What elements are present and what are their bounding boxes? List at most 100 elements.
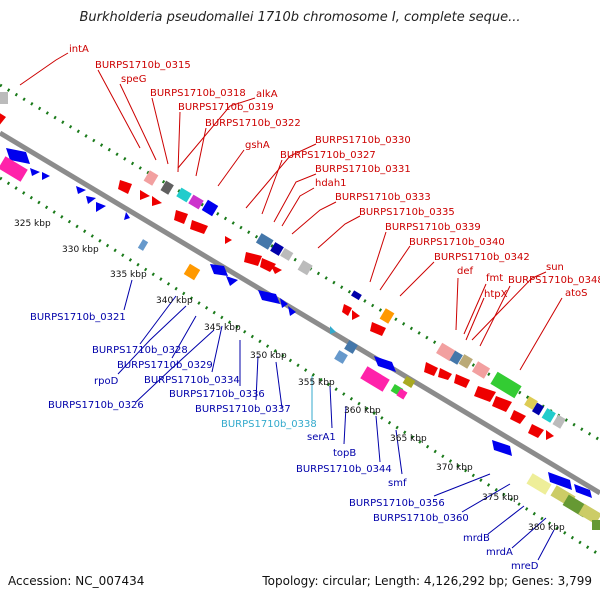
forward-gene xyxy=(0,113,6,125)
reverse-gene xyxy=(334,350,348,364)
reverse-gene-labels: BURPS1710b_0321 BURPS1710b_0328 BURPS171… xyxy=(30,312,539,572)
forward-gene xyxy=(524,396,538,410)
leader-line xyxy=(281,187,315,227)
reverse-gene xyxy=(344,340,358,354)
reverse-gene xyxy=(76,186,86,194)
forward-gene xyxy=(270,242,284,256)
forward-leader-lines xyxy=(19,52,563,371)
leader-line xyxy=(433,473,491,497)
forward-gene xyxy=(0,92,8,104)
kbp-label: 360 kbp xyxy=(344,406,381,416)
leader-line xyxy=(379,245,411,291)
leader-line xyxy=(537,529,555,561)
gene-label: BURPS1710b_0326 xyxy=(48,400,144,411)
forward-gene xyxy=(152,196,162,206)
gene-label: BURPS1710b_0321 xyxy=(30,312,126,323)
forward-gene xyxy=(174,210,188,224)
gene-label: smf xyxy=(388,478,407,489)
forward-gene xyxy=(490,371,522,399)
leader-line xyxy=(151,97,169,165)
reverse-gene xyxy=(374,356,396,372)
gene-label: BURPS1710b_0336 xyxy=(169,389,265,400)
leader-line xyxy=(117,305,187,375)
reverse-gene xyxy=(402,375,416,389)
lower-tick-track xyxy=(0,176,600,557)
leader-line xyxy=(211,325,223,373)
forward-gene xyxy=(474,386,496,402)
leader-line xyxy=(195,127,207,177)
forward-gene xyxy=(280,247,294,261)
gene-label: BURPS1710b_0340 xyxy=(409,237,505,248)
reverse-gene xyxy=(226,276,238,286)
forward-gene xyxy=(270,264,282,274)
leader-line xyxy=(123,279,133,311)
reverse-gene xyxy=(288,306,296,316)
gene-label: BURPS1710b_0337 xyxy=(195,404,291,415)
reverse-gene xyxy=(258,290,280,304)
reverse-gene xyxy=(210,264,228,276)
reverse-gene xyxy=(280,298,288,308)
gene-label: BURPS1710b_0338 xyxy=(221,419,317,430)
gene-label: alkA xyxy=(256,89,278,100)
kbp-label: 365 kbp xyxy=(390,434,427,444)
reverse-leader-lines xyxy=(117,279,555,561)
leader-line xyxy=(171,315,197,359)
forward-gene xyxy=(379,308,395,324)
leader-line xyxy=(177,111,181,173)
gene-label: topB xyxy=(333,448,356,459)
gene-label: htpX xyxy=(484,289,508,300)
leader-line xyxy=(273,173,317,223)
forward-gene xyxy=(255,233,274,250)
gene-label: hdah1 xyxy=(315,178,347,189)
gene-label: BURPS1710b_0318 xyxy=(150,88,246,99)
leader-line xyxy=(465,297,485,341)
forward-gene xyxy=(118,180,132,194)
gene-label: atoS xyxy=(565,288,588,299)
leader-line xyxy=(97,69,141,149)
leader-line xyxy=(519,297,563,371)
gene-label: BURPS1710b_0360 xyxy=(373,513,469,524)
reverse-gene xyxy=(396,388,408,400)
leader-line xyxy=(487,505,525,535)
leader-line xyxy=(255,355,259,401)
gene-label: BURPS1710b_0342 xyxy=(434,252,530,263)
gene-label: intA xyxy=(69,44,89,55)
forward-gene xyxy=(140,190,150,200)
kbp-label: 370 kbp xyxy=(436,463,473,473)
accession-text: Accession: NC_007434 xyxy=(8,574,145,588)
forward-gene xyxy=(143,170,159,186)
leader-line xyxy=(261,159,283,215)
leader-line xyxy=(369,231,387,283)
leader-line xyxy=(275,361,283,409)
reverse-gene xyxy=(124,212,130,220)
reverse-gene xyxy=(0,156,28,182)
forward-gene xyxy=(424,362,438,376)
reverse-gene xyxy=(183,263,201,281)
kbp-scale: 325 kbp 330 kbp 335 kbp 340 kbp 345 kbp … xyxy=(14,219,565,533)
reverse-gene xyxy=(548,472,572,490)
leader-line xyxy=(343,405,347,445)
forward-gene xyxy=(458,354,473,369)
kbp-label: 325 kbp xyxy=(14,219,51,229)
forward-gene-labels: intA BURPS1710b_0315 speG BURPS1710b_031… xyxy=(69,44,600,300)
gene-label: BURPS1710b_0319 xyxy=(178,102,274,113)
leader-line xyxy=(395,429,403,475)
reverse-strand-genes xyxy=(0,148,600,530)
gene-label: sun xyxy=(546,262,564,273)
forward-gene xyxy=(297,260,313,276)
gene-label: BURPS1710b_0356 xyxy=(349,498,445,509)
leader-line xyxy=(217,149,245,187)
forward-gene xyxy=(352,310,360,320)
leader-line xyxy=(139,295,177,345)
gene-label: def xyxy=(457,266,474,277)
forward-gene xyxy=(471,361,491,379)
forward-gene xyxy=(225,236,232,244)
forward-gene xyxy=(510,410,526,424)
reverse-gene xyxy=(330,326,336,334)
gene-label: fmt xyxy=(486,273,503,284)
leader-line xyxy=(19,52,69,86)
leader-line xyxy=(329,385,333,429)
gene-label: serA1 xyxy=(307,432,336,443)
forward-gene xyxy=(449,350,463,365)
forward-gene xyxy=(190,220,208,234)
